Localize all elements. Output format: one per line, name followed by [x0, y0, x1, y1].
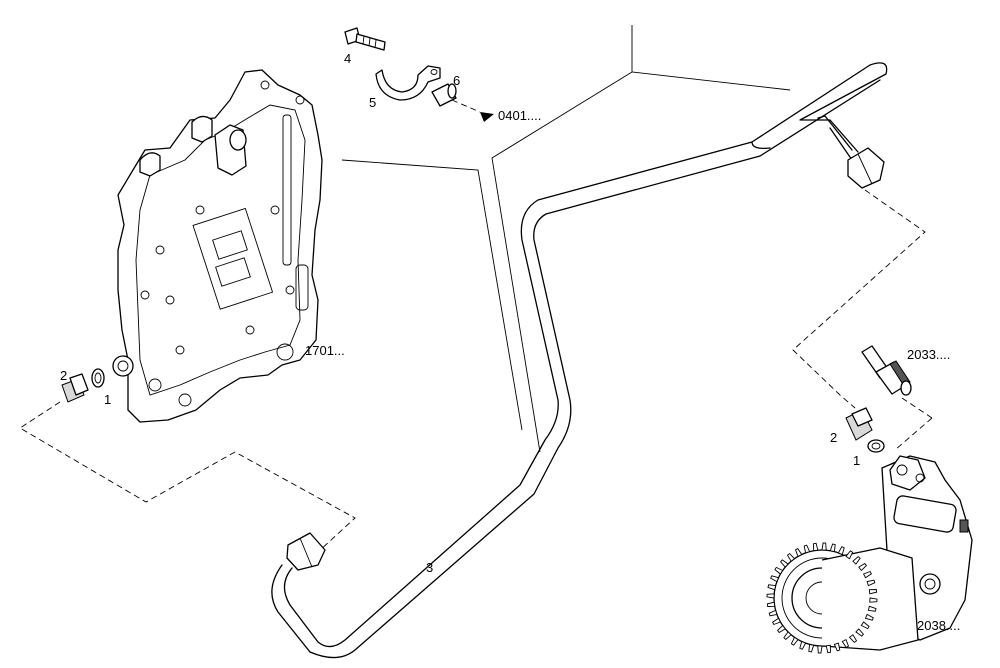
label-right-union: 2 [830, 430, 837, 445]
gear-tooth [817, 645, 823, 654]
gear-teeth [766, 542, 878, 654]
bolt-4 [344, 27, 386, 51]
gear-tooth [780, 559, 789, 568]
label-left-washer: 1 [104, 392, 111, 407]
gear-tooth [862, 570, 872, 579]
gear-tooth [868, 589, 878, 595]
label-left-union: 2 [60, 368, 67, 383]
sleeve-6 [431, 83, 457, 107]
gear-tooth [790, 636, 799, 646]
clamp-5 [375, 65, 441, 101]
gear-tooth [766, 593, 775, 599]
gear-tooth [852, 556, 861, 565]
gear-tooth [867, 605, 877, 612]
pipe-3 [271, 62, 888, 659]
gear-tooth [772, 617, 782, 626]
gear-tooth [808, 643, 815, 653]
left-union-fitting [61, 368, 105, 403]
gear-tooth [829, 543, 836, 553]
gear-tooth [776, 624, 786, 634]
sensor-2033 [861, 345, 912, 396]
gear-tooth [803, 544, 811, 554]
gear-tooth [837, 546, 845, 556]
label-bolt: 4 [344, 51, 351, 66]
gear-tooth [825, 644, 831, 654]
gear-tooth [866, 579, 876, 587]
gear-tooth [855, 628, 864, 637]
labels: 4 5 6 0401.... 1701... 2 1 3 2 1 2033...… [60, 51, 960, 633]
label-pipe: 3 [426, 560, 433, 575]
label-clamp: 5 [369, 95, 376, 110]
label-sensor-ref: 2033.... [907, 347, 950, 362]
gear-tooth [766, 601, 776, 607]
gear-tooth [767, 584, 777, 591]
control-plate [112, 69, 323, 423]
gear-tooth [860, 621, 870, 630]
label-sleeve: 6 [453, 73, 460, 88]
gear-tooth [774, 566, 784, 575]
gear-tooth [848, 634, 858, 644]
gear-tooth [768, 609, 778, 617]
gear-tooth [813, 542, 819, 552]
assembly-dashed-lines [19, 99, 933, 553]
gear-tooth [821, 542, 827, 551]
gear-tooth [786, 552, 796, 562]
gear-tooth [841, 638, 850, 648]
pump-2038 [766, 455, 973, 654]
gear-tooth [833, 642, 841, 652]
label-right-washer: 1 [853, 453, 860, 468]
label-pump-ref: 2038.... [917, 618, 960, 633]
right-union-fitting [845, 407, 885, 453]
label-plate-ref: 1701... [305, 343, 345, 358]
arrow-to-0401 [480, 112, 494, 122]
gear-tooth [794, 548, 803, 558]
gear-tooth [858, 562, 868, 572]
gear-tooth [799, 640, 807, 650]
gear-tooth [869, 597, 878, 603]
gear-tooth [770, 575, 780, 583]
label-clamp-ref: 0401.... [498, 108, 541, 123]
gear-tooth [864, 613, 874, 621]
guide-lines [341, 25, 791, 453]
gear-tooth [783, 631, 792, 640]
gear-tooth [845, 550, 854, 560]
